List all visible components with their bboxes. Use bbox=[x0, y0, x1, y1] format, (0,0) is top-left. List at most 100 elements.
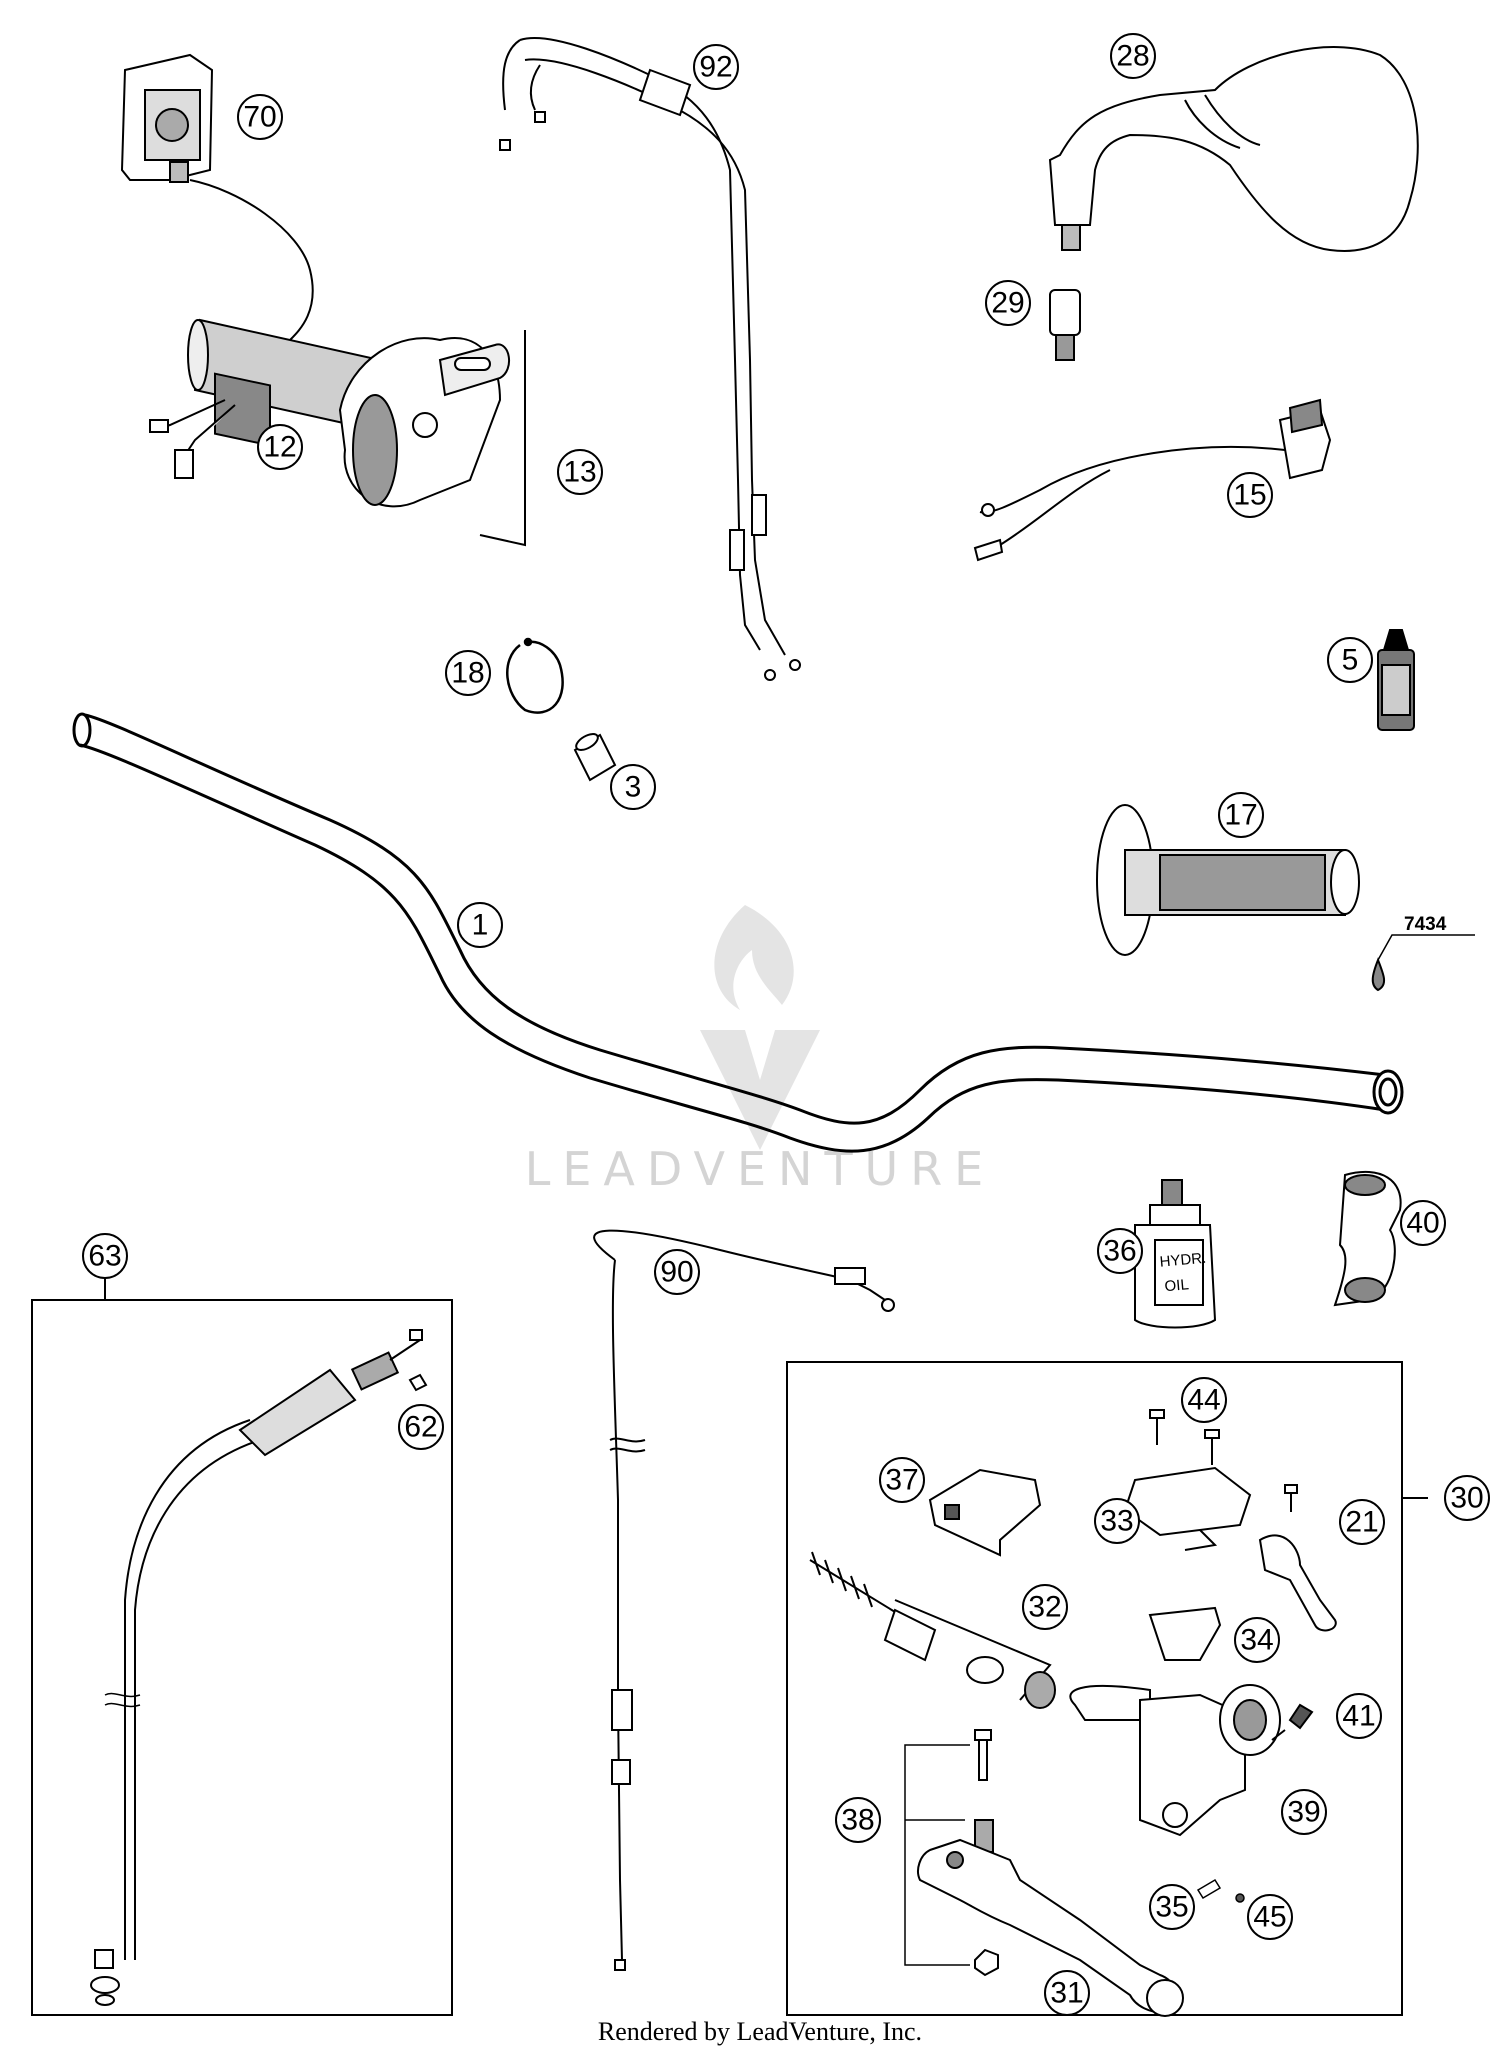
callout-circle-62 bbox=[398, 1404, 444, 1450]
callout-41: 41 bbox=[1342, 1700, 1375, 1733]
callout-circle-33 bbox=[1094, 1498, 1140, 1544]
callout-circle-13 bbox=[557, 449, 603, 495]
callout-circle-63 bbox=[82, 1233, 128, 1279]
kill-switch bbox=[973, 398, 1332, 562]
handlebar bbox=[72, 712, 1404, 1153]
callout-circle-37 bbox=[879, 1457, 925, 1503]
switch-cable bbox=[189, 179, 314, 341]
adjuster-screw bbox=[1271, 1703, 1314, 1741]
callout-90: 90 bbox=[660, 1256, 693, 1289]
callout-18: 18 bbox=[451, 657, 484, 690]
mirror bbox=[1048, 46, 1419, 252]
callout-92: 92 bbox=[699, 51, 732, 84]
master-cylinder bbox=[1069, 1684, 1281, 1837]
callout-17: 17 bbox=[1224, 799, 1257, 832]
callout-21: 21 bbox=[1345, 1506, 1378, 1539]
callout-39: 39 bbox=[1287, 1796, 1320, 1829]
callout-28: 28 bbox=[1116, 40, 1149, 73]
master-cylinder-box bbox=[786, 1361, 1403, 2016]
adhesive-drop bbox=[1371, 934, 1475, 992]
callout-3: 3 bbox=[625, 771, 642, 804]
callout-circle-32 bbox=[1022, 1584, 1068, 1630]
hydraulic-oil-bottle bbox=[1134, 1179, 1217, 1329]
clamp-ring bbox=[506, 637, 564, 714]
callout-circle-31 bbox=[1044, 1970, 1090, 2016]
callout-15: 15 bbox=[1233, 479, 1266, 512]
pivot-hardware bbox=[974, 1729, 999, 1977]
cable-nut-62 bbox=[408, 1373, 428, 1392]
piston-spring bbox=[809, 1551, 1056, 1709]
cable-end-nipples bbox=[499, 111, 801, 681]
reservoir-diaphragm bbox=[1148, 1606, 1222, 1661]
bottle-label-hydr: HYDR. bbox=[1159, 1250, 1207, 1271]
callout-13: 13 bbox=[563, 456, 596, 489]
cable-break-63 bbox=[104, 1692, 141, 1708]
callout-31: 31 bbox=[1050, 1977, 1083, 2010]
decomp-cable bbox=[593, 1229, 895, 1971]
throttle-cables bbox=[502, 37, 786, 656]
callout-circle-92 bbox=[693, 44, 739, 90]
watermark-logo bbox=[700, 905, 820, 1150]
callout-circle-28 bbox=[1110, 33, 1156, 79]
callout-1: 1 bbox=[472, 909, 489, 942]
callout-circle-29 bbox=[985, 280, 1031, 326]
callout-circle-21 bbox=[1339, 1499, 1385, 1545]
callout-70: 70 bbox=[243, 101, 276, 134]
callout-circle-18 bbox=[445, 650, 491, 696]
callout-circle-40 bbox=[1400, 1200, 1446, 1246]
callout-44: 44 bbox=[1187, 1384, 1220, 1417]
bottle-label-oil: OIL bbox=[1164, 1276, 1190, 1295]
callout-34: 34 bbox=[1240, 1624, 1273, 1657]
callout-40: 40 bbox=[1406, 1207, 1439, 1240]
adjuster-lever bbox=[1258, 1484, 1337, 1632]
callout-circle-15 bbox=[1227, 472, 1273, 518]
reservoir-cover bbox=[1123, 1466, 1252, 1551]
callout-38: 38 bbox=[841, 1804, 874, 1837]
dowel-pin bbox=[573, 733, 617, 782]
callout-circle-90 bbox=[654, 1249, 700, 1295]
callout-circle-45 bbox=[1247, 1894, 1293, 1940]
callout-circle-38 bbox=[835, 1797, 881, 1843]
callout-29: 29 bbox=[991, 287, 1024, 320]
callout-36: 36 bbox=[1103, 1235, 1136, 1268]
footer-credit: Rendered by LeadVenture, Inc. bbox=[598, 2017, 922, 2046]
callout-circle-39 bbox=[1281, 1789, 1327, 1835]
watermark-text: LEADVENTURE bbox=[525, 1142, 996, 1196]
callout-45: 45 bbox=[1253, 1901, 1286, 1934]
callout-circle-17 bbox=[1218, 792, 1264, 838]
callout-circle-41 bbox=[1336, 1693, 1382, 1739]
callout-circle-36 bbox=[1097, 1228, 1143, 1274]
brake-lever bbox=[917, 1838, 1184, 2017]
part-code-label: 7434 bbox=[1404, 914, 1447, 935]
callout-circle-34 bbox=[1234, 1617, 1280, 1663]
callout-32: 32 bbox=[1028, 1591, 1061, 1624]
callout-circle-35 bbox=[1149, 1884, 1195, 1930]
small-pin-clip bbox=[1196, 1878, 1245, 1903]
cover-screws bbox=[1149, 1409, 1220, 1465]
mirror-adapter bbox=[1049, 289, 1081, 361]
callout-63: 63 bbox=[88, 1240, 121, 1273]
callout-12: 12 bbox=[263, 431, 296, 464]
callout-circle-1 bbox=[457, 902, 503, 948]
clutch-cable-assembly bbox=[90, 1329, 423, 2006]
mounting-bracket bbox=[928, 1468, 1042, 1557]
bracket-38 bbox=[904, 1744, 970, 1966]
callout-30: 30 bbox=[1450, 1482, 1483, 1515]
switch-housing bbox=[120, 53, 214, 183]
bracket-13 bbox=[479, 330, 526, 547]
callout-circle-70 bbox=[237, 94, 283, 140]
lever-clamp bbox=[1333, 1170, 1402, 1307]
throttle-wire-connectors bbox=[149, 399, 236, 479]
callout-5: 5 bbox=[1342, 644, 1359, 677]
callout-62: 62 bbox=[404, 1411, 437, 1444]
callout-33: 33 bbox=[1100, 1505, 1133, 1538]
callout-37: 37 bbox=[885, 1464, 918, 1497]
callout-circle-3 bbox=[610, 764, 656, 810]
throttle-housing bbox=[338, 337, 510, 508]
callout-circle-30 bbox=[1444, 1475, 1490, 1521]
callout-circle-12 bbox=[257, 424, 303, 470]
callout-circle-44 bbox=[1181, 1377, 1227, 1423]
handlebar-grip bbox=[1096, 804, 1360, 956]
clutch-cable-box bbox=[31, 1299, 453, 2016]
